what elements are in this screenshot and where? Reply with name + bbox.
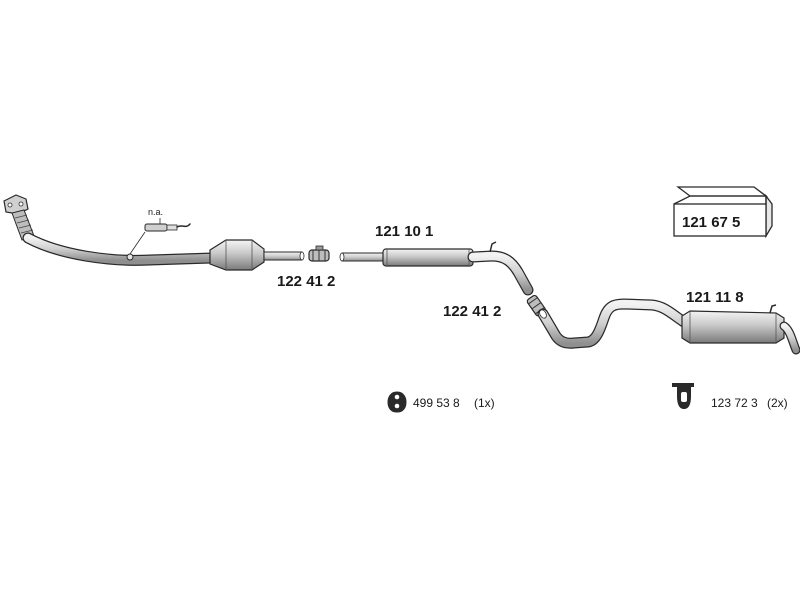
manifold-flange <box>3 194 29 215</box>
sensor-body <box>144 223 168 232</box>
front-pipe-with-catalyst <box>3 194 305 271</box>
hanger-b-number: 123 72 3 <box>711 396 758 410</box>
mounting-kit-box-icon <box>673 186 773 239</box>
lambda-sensor: n.a. <box>144 207 191 232</box>
hanger-b-qty: (2x) <box>767 396 788 410</box>
hanger-a-number: 499 53 8 <box>413 396 460 410</box>
middle-silencer <box>339 241 534 296</box>
catalytic-converter <box>209 239 265 271</box>
kit-box-front <box>673 203 767 237</box>
part-label-clamp-a: 122 41 2 <box>277 273 335 290</box>
flange-hole-a <box>7 202 13 208</box>
hanger-bracket-icon <box>672 383 694 409</box>
rear-silencer-body <box>681 310 785 344</box>
note-na-label: n.a. <box>148 207 163 217</box>
rubber-mount-icon <box>387 391 407 413</box>
clamp-a <box>308 245 330 262</box>
sensor-cable <box>176 223 191 228</box>
part-label-clamp-b: 122 41 2 <box>443 303 501 320</box>
flange-hole-b <box>18 201 24 207</box>
catalyst-outlet-pipe <box>263 251 303 261</box>
rear-silencer <box>537 298 800 355</box>
hanger-a-qty: (1x) <box>474 396 495 410</box>
part-label-kit-box: 121 67 5 <box>682 214 740 231</box>
part-label-rear-silencer: 121 11 8 <box>686 289 744 306</box>
middle-inlet-pipe <box>341 252 385 262</box>
middle-silencer-body <box>382 248 474 267</box>
sensor-port <box>126 253 134 261</box>
part-label-middle-silencer: 121 10 1 <box>375 223 433 240</box>
hanger-pin <box>489 241 497 253</box>
